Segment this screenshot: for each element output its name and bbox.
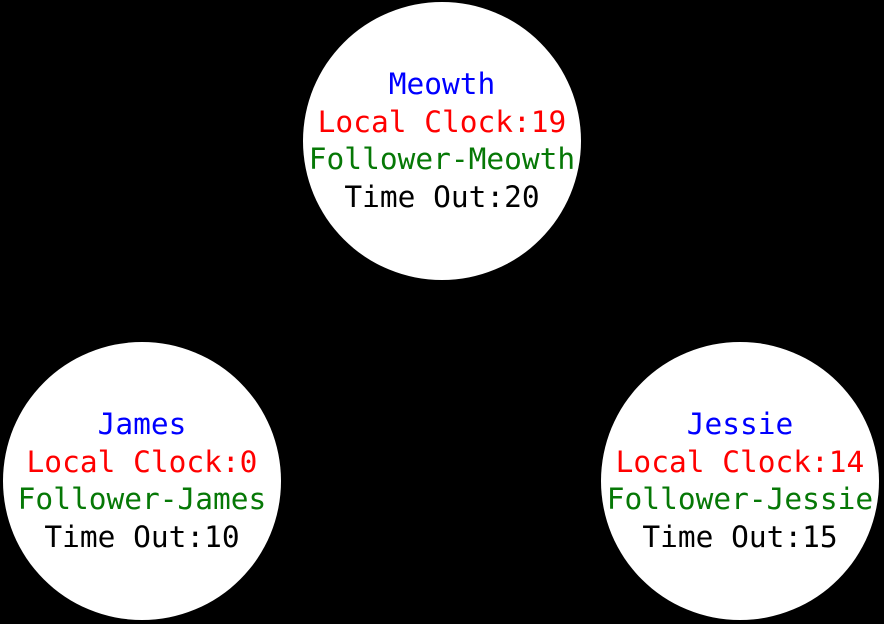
- node-james: James Local Clock:0 Follower-James Time …: [3, 342, 281, 620]
- node-local-clock-label: Local Clock:14: [615, 444, 865, 479]
- node-role-label: Follower-James: [17, 482, 267, 516]
- node-name-label: Jessie: [686, 407, 794, 441]
- node-timeout-label: Time Out:20: [344, 179, 540, 214]
- node-local-clock-label: Local Clock:19: [317, 104, 567, 139]
- node-meowth: Meowth Local Clock:19 Follower-Meowth Ti…: [303, 2, 581, 280]
- node-jessie: Jessie Local Clock:14 Follower-Jessie Ti…: [601, 342, 879, 620]
- node-role-label: Follower-Jessie: [606, 482, 874, 516]
- node-role-label: Follower-Meowth: [308, 142, 576, 176]
- node-name-label: Meowth: [388, 67, 496, 101]
- node-timeout-label: Time Out:10: [44, 519, 240, 554]
- node-name-label: James: [97, 407, 187, 441]
- node-local-clock-label: Local Clock:0: [26, 444, 258, 479]
- node-timeout-label: Time Out:15: [642, 519, 838, 554]
